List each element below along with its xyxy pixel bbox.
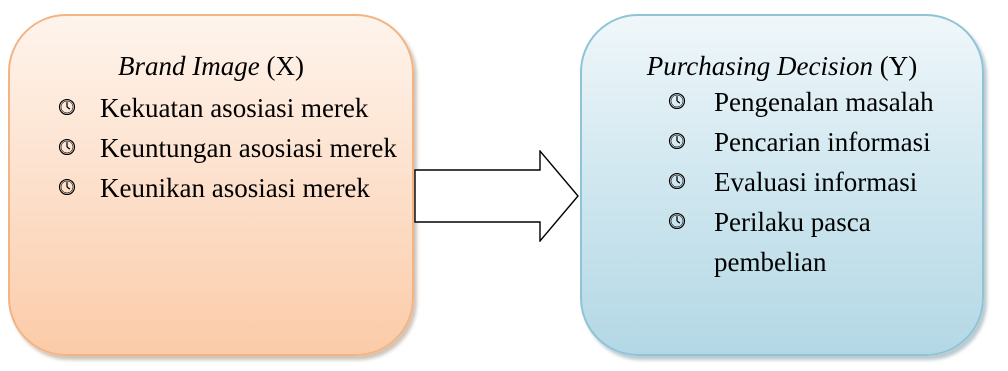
clock-icon [668, 172, 686, 190]
list-item: Kekuatan asosiasi merek [54, 88, 404, 128]
list-item: Perilaku pasca pembelian [666, 202, 966, 282]
brand-image-title-variable: (X) [259, 51, 304, 81]
list-item: Pencarian informasi [666, 122, 966, 162]
list-item-label: Pengenalan masalah [714, 87, 934, 117]
list-item-label: Pencarian informasi [714, 127, 931, 157]
clock-icon [58, 98, 76, 116]
purchasing-decision-title: Purchasing Decision (Y) [582, 48, 982, 84]
list-item: Evaluasi informasi [666, 162, 966, 202]
list-item: Keunikan asosiasi merek [54, 168, 404, 208]
purchasing-decision-title-italic: Purchasing Decision [646, 51, 873, 81]
clock-icon [58, 178, 76, 196]
influence-arrow [414, 150, 579, 242]
clock-icon [668, 212, 686, 230]
list-item: Keuntungan asosiasi merek [54, 128, 404, 168]
purchasing-decision-indicator-list: Pengenalan masalah Pencarian informasi E… [666, 82, 966, 282]
list-item-label: Keunikan asosiasi merek [100, 173, 370, 203]
list-item-label: Perilaku pasca pembelian [714, 207, 871, 277]
list-item-label: Keuntungan asosiasi merek [100, 133, 397, 163]
list-item: Pengenalan masalah [666, 82, 966, 122]
clock-icon [668, 132, 686, 150]
arrow-shape [414, 150, 579, 242]
list-item-label: Kekuatan asosiasi merek [100, 93, 369, 123]
brand-image-title: Brand Image (X) [10, 48, 412, 84]
brand-image-indicator-list: Kekuatan asosiasi merek Keuntungan asosi… [54, 88, 404, 208]
brand-image-title-italic: Brand Image [118, 51, 260, 81]
clock-icon [668, 92, 686, 110]
brand-image-box: Brand Image (X) Kekuatan asosiasi merek … [8, 14, 414, 356]
purchasing-decision-box: Purchasing Decision (Y) Pengenalan masal… [580, 14, 984, 356]
list-item-label: Evaluasi informasi [714, 167, 918, 197]
clock-icon [58, 138, 76, 156]
purchasing-decision-title-variable: (Y) [872, 51, 918, 81]
